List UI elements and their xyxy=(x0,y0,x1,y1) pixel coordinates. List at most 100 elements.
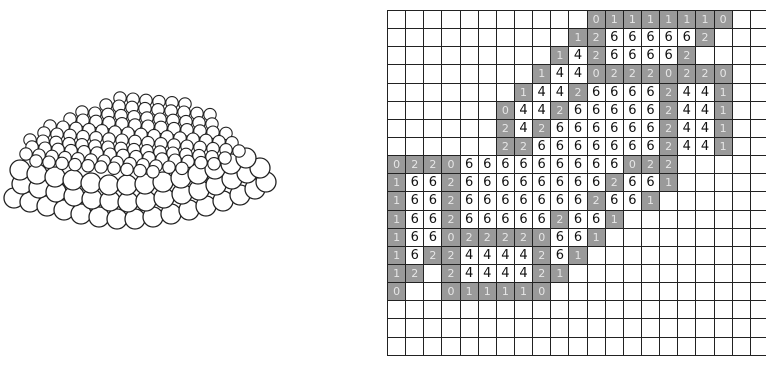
grid-cell xyxy=(696,229,714,247)
grid-cell: 2 xyxy=(442,192,460,210)
grid-cell xyxy=(461,301,479,319)
grid-cell xyxy=(733,174,751,192)
grid-cell xyxy=(479,65,497,83)
grid-cell: 4 xyxy=(461,265,479,283)
grid-cell: 6 xyxy=(624,84,642,102)
grid-cell xyxy=(479,47,497,65)
grid-cell xyxy=(606,338,624,356)
grid-cell: 2 xyxy=(551,211,569,229)
grid-cell: 6 xyxy=(424,174,442,192)
grid-cell: 1 xyxy=(642,192,660,210)
grid-cell xyxy=(388,84,406,102)
grid-cell xyxy=(624,265,642,283)
grid-cell: 6 xyxy=(497,192,515,210)
grid-cell: 2 xyxy=(533,265,551,283)
atom xyxy=(95,161,107,173)
grid-cell: 6 xyxy=(569,174,587,192)
grid-cell: 6 xyxy=(588,120,606,138)
grid-cell: 6 xyxy=(624,47,642,65)
grid-cell xyxy=(696,301,714,319)
grid-cell xyxy=(660,247,678,265)
grid-cell xyxy=(461,11,479,29)
grid-cell: 4 xyxy=(515,120,533,138)
grid-cell xyxy=(642,229,660,247)
grid-cell xyxy=(442,65,460,83)
grid-cell: 0 xyxy=(442,156,460,174)
grid-cell: 6 xyxy=(588,156,606,174)
grid-cell xyxy=(660,319,678,337)
grid-cell: 2 xyxy=(406,156,424,174)
grid-cell xyxy=(515,319,533,337)
grid-cell: 2 xyxy=(642,65,660,83)
grid-cell: 6 xyxy=(569,229,587,247)
grid-cell xyxy=(751,265,766,283)
grid-cell xyxy=(479,84,497,102)
grid-cell: 6 xyxy=(406,174,424,192)
grid-cell xyxy=(733,29,751,47)
grid-cell xyxy=(678,283,696,301)
grid-cell xyxy=(642,247,660,265)
grid-cell: 6 xyxy=(569,211,587,229)
grid-cell xyxy=(751,65,766,83)
grid-cell: 2 xyxy=(442,247,460,265)
grid-cell xyxy=(696,338,714,356)
grid-cell: 0 xyxy=(533,283,551,301)
grid-cell xyxy=(388,301,406,319)
grid-cell xyxy=(733,11,751,29)
grid-cell: 4 xyxy=(678,102,696,120)
grid-cell: 1 xyxy=(715,138,733,156)
grid-cell: 6 xyxy=(424,229,442,247)
grid-cell: 6 xyxy=(606,29,624,47)
grid-cell: 6 xyxy=(479,211,497,229)
grid-cell xyxy=(715,29,733,47)
atom xyxy=(163,161,175,173)
grid-cell: 6 xyxy=(551,120,569,138)
grid-cell: 6 xyxy=(588,174,606,192)
grid-cell: 6 xyxy=(533,138,551,156)
grid-cell xyxy=(461,84,479,102)
grid-cell xyxy=(424,120,442,138)
grid-cell xyxy=(497,29,515,47)
grid-cell xyxy=(515,29,533,47)
grid-cell xyxy=(388,138,406,156)
grid-cell: 6 xyxy=(497,211,515,229)
grid-cell xyxy=(406,283,424,301)
grid-cell xyxy=(733,319,751,337)
grid-cell xyxy=(751,211,766,229)
grid-cell xyxy=(733,265,751,283)
grid-cell xyxy=(751,174,766,192)
grid-cell xyxy=(424,11,442,29)
grid-cell: 2 xyxy=(660,138,678,156)
grid-cell xyxy=(751,319,766,337)
grid-cell: 1 xyxy=(388,265,406,283)
atom xyxy=(63,170,83,190)
grid-cell xyxy=(533,11,551,29)
grid-cell: 2 xyxy=(660,156,678,174)
grid-cell xyxy=(533,47,551,65)
grid-cell xyxy=(715,319,733,337)
grid-cell: 1 xyxy=(515,84,533,102)
atom xyxy=(99,175,119,195)
grid-cell: 2 xyxy=(660,120,678,138)
grid-cell xyxy=(715,192,733,210)
atom xyxy=(82,160,94,172)
grid-cell xyxy=(424,265,442,283)
atom xyxy=(117,175,137,195)
grid-cell xyxy=(551,283,569,301)
grid-cell: 2 xyxy=(461,229,479,247)
grid-cell: 6 xyxy=(551,156,569,174)
grid-cell: 2 xyxy=(442,174,460,192)
grid-cell: 1 xyxy=(388,192,406,210)
grid-cell: 2 xyxy=(533,120,551,138)
grid-cell xyxy=(569,11,587,29)
grid-cell xyxy=(515,11,533,29)
grid-cell xyxy=(715,338,733,356)
grid-cell: 6 xyxy=(624,138,642,156)
grid-cell xyxy=(442,47,460,65)
grid-cell xyxy=(660,265,678,283)
grid-cell xyxy=(497,47,515,65)
grid-cell xyxy=(715,47,733,65)
grid-cell xyxy=(642,283,660,301)
grid-cell xyxy=(497,84,515,102)
grid-cell: 6 xyxy=(569,156,587,174)
